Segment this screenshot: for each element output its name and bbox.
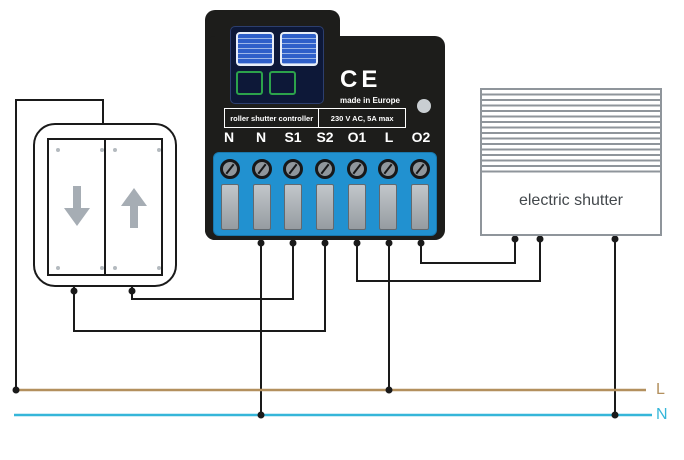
terminal-label-n1: N bbox=[223, 129, 235, 145]
made-in-europe-text: made in Europe bbox=[339, 96, 400, 105]
terminal-n1 bbox=[214, 153, 246, 235]
junction-dot bbox=[257, 239, 265, 247]
junction-dot bbox=[611, 411, 619, 419]
wire-port bbox=[411, 184, 430, 230]
terminal-l bbox=[373, 153, 405, 235]
wall-switch bbox=[33, 123, 177, 287]
terminal-label-s2: S2 bbox=[316, 129, 334, 145]
terminal-block bbox=[213, 152, 437, 236]
roller-blind-icon bbox=[280, 32, 318, 66]
live-bus-label: L bbox=[656, 381, 665, 398]
neutral-bus-label: N bbox=[656, 406, 668, 423]
shutter-slats bbox=[482, 90, 660, 174]
junction-dot bbox=[257, 411, 265, 419]
terminal-label-o1: O1 bbox=[347, 129, 367, 145]
junction-dot bbox=[536, 235, 544, 243]
terminal-s1 bbox=[277, 153, 309, 235]
terminal-o1 bbox=[341, 153, 373, 235]
device-label-box: roller shutter controller 230 V AC, 5A m… bbox=[224, 108, 406, 128]
terminal-s2 bbox=[309, 153, 341, 235]
terminal-n2 bbox=[246, 153, 278, 235]
terminal-label-n2: N bbox=[255, 129, 267, 145]
junction-dot bbox=[128, 287, 136, 295]
controller-device: CE made in Europe roller shutter control… bbox=[205, 10, 445, 240]
green-square-icon bbox=[236, 71, 263, 95]
terminal-label-o2: O2 bbox=[411, 129, 431, 145]
arrow-up-icon bbox=[120, 186, 147, 228]
switch-button-down bbox=[47, 138, 105, 276]
device-rating-label: 230 V AC, 5A max bbox=[330, 113, 394, 123]
junction-dot bbox=[12, 386, 20, 394]
terminal-label-s1: S1 bbox=[284, 129, 302, 145]
junction-dot bbox=[417, 239, 425, 247]
wire-port bbox=[379, 184, 398, 230]
corner-dots bbox=[113, 148, 117, 152]
junction-dot bbox=[385, 239, 393, 247]
junction-dot bbox=[321, 239, 329, 247]
arrow-down-icon bbox=[63, 186, 90, 228]
screw-terminal-icon bbox=[251, 159, 272, 179]
mounting-hole bbox=[417, 99, 431, 113]
wire-port bbox=[252, 184, 271, 230]
junction-dot bbox=[511, 235, 519, 243]
screw-terminal-icon bbox=[410, 159, 431, 179]
device-graphic-panel bbox=[230, 26, 324, 104]
wire-port bbox=[220, 184, 239, 230]
screw-terminal-icon bbox=[315, 159, 336, 179]
junction-dot bbox=[70, 287, 78, 295]
shutter-label: electric shutter bbox=[518, 192, 624, 209]
green-square-icon bbox=[269, 71, 296, 95]
junction-dot bbox=[289, 239, 297, 247]
screw-terminal-icon bbox=[283, 159, 304, 179]
terminal-o2 bbox=[404, 153, 436, 235]
junction-dot bbox=[353, 239, 361, 247]
ce-mark: CE bbox=[340, 66, 382, 93]
screw-terminal-icon bbox=[378, 159, 399, 179]
switch-rocker bbox=[47, 138, 163, 276]
wire-port bbox=[284, 184, 303, 230]
roller-blind-icon bbox=[236, 32, 274, 66]
electric-shutter-box: electric shutter bbox=[480, 88, 662, 236]
junction-dot bbox=[611, 235, 619, 243]
device-name-label: roller shutter controller bbox=[225, 109, 320, 127]
screw-terminal-icon bbox=[219, 159, 240, 179]
screw-terminal-icon bbox=[346, 159, 367, 179]
terminal-labels: N N S1 S2 O1 L O2 bbox=[213, 129, 437, 145]
wire-port bbox=[316, 184, 335, 230]
corner-dots bbox=[56, 148, 60, 152]
switch-button-up bbox=[105, 138, 163, 276]
wire-port bbox=[347, 184, 366, 230]
junction-dot bbox=[385, 386, 393, 394]
terminal-label-l: L bbox=[384, 129, 394, 145]
